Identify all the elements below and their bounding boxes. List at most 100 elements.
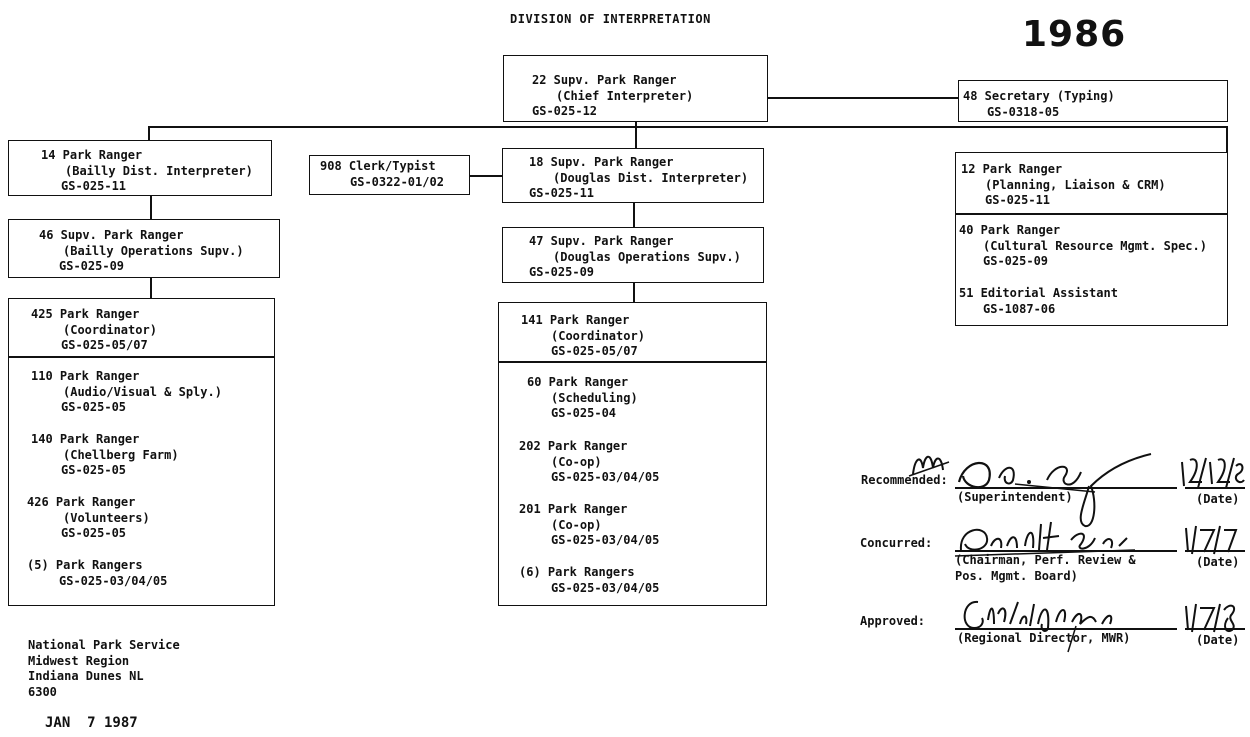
- park-line: Indiana Dunes NL: [28, 669, 144, 683]
- position-grade: GS-025-03/04/05: [59, 573, 168, 588]
- clerk-typist-box: 908 Clerk/Typist GS-0322-01/02: [309, 155, 470, 195]
- bailly-district-box: 14 Park Ranger (Bailly Dist. Interpreter…: [8, 140, 272, 196]
- superintendent-signature-image: [955, 452, 1155, 535]
- concurred-date-handwritten: [1180, 520, 1240, 559]
- position-grade: GS-025-05: [61, 526, 127, 540]
- signature-line: [955, 550, 1177, 552]
- position-title: 40 Park Ranger: [959, 223, 1061, 237]
- connector-douglas-coord: [633, 282, 635, 302]
- chief-interpreter-box: 22 Supv. Park Ranger (Chief Interpreter)…: [503, 55, 768, 122]
- position-grade: GS-025-03/04/05: [551, 470, 660, 484]
- approved-date-label: (Date): [1196, 633, 1240, 647]
- position-title: 51 Editorial Assistant: [959, 286, 1118, 300]
- recommended-date-label: (Date): [1196, 492, 1240, 506]
- cultural-position: 40 Park Ranger (Cultural Resource Mgmt. …: [959, 223, 1207, 270]
- year-label: 1986: [1022, 14, 1127, 55]
- position-grade: GS-025-11: [985, 193, 1051, 207]
- approved-date-handwritten: [1180, 598, 1244, 637]
- planning-position: 12 Park Ranger (Planning, Liaison & CRM)…: [961, 162, 1166, 209]
- date-stamp: JAN 7 1987: [45, 715, 138, 731]
- position-title: 18 Supv. Park Ranger: [529, 155, 674, 169]
- position-subtitle: (Bailly Operations Supv.): [63, 243, 244, 258]
- list-item: 426 Park Ranger (Volunteers) GS-025-05: [27, 495, 150, 542]
- position-grade: GS-0322-01/02: [350, 174, 444, 189]
- douglas-operations-box: 47 Supv. Park Ranger (Douglas Operations…: [502, 227, 764, 283]
- chairman-signature-image: [954, 516, 1155, 569]
- list-item: 202 Park Ranger (Co-op) GS-025-03/04/05: [519, 439, 659, 486]
- concurred-role-line2: Pos. Mgmt. Board): [955, 569, 1078, 583]
- connector-to-planning: [1226, 126, 1228, 152]
- position-title: 60 Park Ranger: [527, 375, 629, 389]
- editorial-position: 51 Editorial Assistant GS-1087-06: [959, 286, 1118, 317]
- position-subtitle: (Coordinator): [551, 328, 645, 343]
- bailly-staff-box: 425 Park Ranger (Coordinator) GS-025-05/…: [8, 298, 275, 606]
- bailly-operations-box: 46 Supv. Park Ranger (Bailly Operations …: [8, 219, 280, 278]
- approved-label: Approved:: [860, 614, 926, 628]
- region-line: Midwest Region: [28, 653, 130, 668]
- regional-director-signature-image: [958, 594, 1158, 657]
- concurred-label: Concurred:: [860, 536, 933, 550]
- position-grade: GS-025-05/07: [61, 338, 148, 352]
- recommended-date-handwritten: [1176, 452, 1248, 495]
- position-grade: GS-025-09: [983, 254, 1049, 268]
- list-item: (6) Park Rangers GS-025-03/04/05: [519, 565, 659, 596]
- position-title: 202 Park Ranger: [519, 439, 628, 453]
- position-title: (5) Park Rangers: [27, 558, 143, 572]
- connector-chief-secretary: [768, 97, 958, 99]
- position-title: 140 Park Ranger: [31, 432, 140, 446]
- bailly-coordinator: 425 Park Ranger (Coordinator) GS-025-05/…: [31, 307, 157, 354]
- position-grade: GS-025-05: [61, 400, 127, 414]
- position-subtitle: (Bailly Dist. Interpreter): [65, 163, 253, 178]
- connector-clerk-douglas: [470, 175, 502, 177]
- position-subtitle: (Scheduling): [551, 390, 638, 405]
- agency-address: National Park Service Midwest Region Ind…: [28, 638, 180, 700]
- position-title: 426 Park Ranger: [27, 495, 136, 509]
- group-divider: [499, 361, 766, 363]
- planning-group-box: 12 Park Ranger (Planning, Liaison & CRM)…: [955, 152, 1228, 326]
- position-grade: GS-025-05/07: [551, 344, 638, 358]
- position-grade: GS-025-11: [61, 179, 127, 193]
- concurred-role-line1: (Chairman, Perf. Review &: [955, 553, 1136, 567]
- list-item: 140 Park Ranger (Chellberg Farm) GS-025-…: [31, 432, 179, 479]
- position-title: 425 Park Ranger: [31, 307, 140, 321]
- position-title: 110 Park Ranger: [31, 369, 140, 383]
- position-grade: GS-025-09: [59, 259, 125, 273]
- position-subtitle: (Volunteers): [63, 510, 150, 525]
- position-subtitle: (Douglas Dist. Interpreter): [553, 170, 749, 185]
- position-grade: GS-0318-05: [987, 104, 1060, 119]
- position-grade: GS-025-03/04/05: [551, 580, 660, 595]
- position-grade: GS-025-03/04/05: [551, 533, 660, 547]
- concurred-date-label: (Date): [1196, 555, 1240, 569]
- connector-to-bailly: [148, 126, 150, 141]
- position-subtitle: (Chellberg Farm): [63, 447, 179, 462]
- position-subtitle: (Chief Interpreter): [556, 88, 694, 103]
- position-subtitle: (Planning, Liaison & CRM): [985, 177, 1166, 192]
- recommended-role: (Superintendent): [957, 490, 1073, 504]
- position-title: 48 Secretary (Typing): [963, 89, 1115, 103]
- recommended-label: Recommended:: [861, 473, 948, 487]
- list-item: 201 Park Ranger (Co-op) GS-025-03/04/05: [519, 502, 659, 549]
- position-title: 908 Clerk/Typist: [320, 159, 436, 173]
- signature-line: [955, 487, 1177, 489]
- group-divider: [956, 213, 1227, 215]
- position-grade: GS-025-04: [551, 406, 617, 420]
- douglas-coordinator: 141 Park Ranger (Coordinator) GS-025-05/…: [521, 313, 645, 360]
- secretary-box: 48 Secretary (Typing) GS-0318-05: [958, 80, 1228, 122]
- position-grade: GS-1087-06: [983, 301, 1056, 316]
- position-title: (6) Park Rangers: [519, 565, 635, 579]
- connector-bailly-coord: [150, 277, 152, 298]
- douglas-staff-box: 141 Park Ranger (Coordinator) GS-025-05/…: [498, 302, 767, 606]
- position-title: 201 Park Ranger: [519, 502, 628, 516]
- group-divider: [9, 356, 274, 358]
- connector-chief-down: [635, 121, 637, 149]
- connector-main-horizontal: [148, 126, 1227, 128]
- initials-signature-image: [905, 448, 955, 485]
- position-title: 141 Park Ranger: [521, 313, 630, 327]
- position-title: 12 Park Ranger: [961, 162, 1063, 176]
- position-grade: GS-025-11: [529, 186, 595, 200]
- date-line: [1185, 487, 1245, 489]
- chart-title: DIVISION OF INTERPRETATION: [510, 12, 711, 26]
- position-title: 14 Park Ranger: [41, 148, 143, 162]
- approved-role: (Regional Director, MWR): [957, 631, 1131, 645]
- connector-douglas-ops: [633, 203, 635, 227]
